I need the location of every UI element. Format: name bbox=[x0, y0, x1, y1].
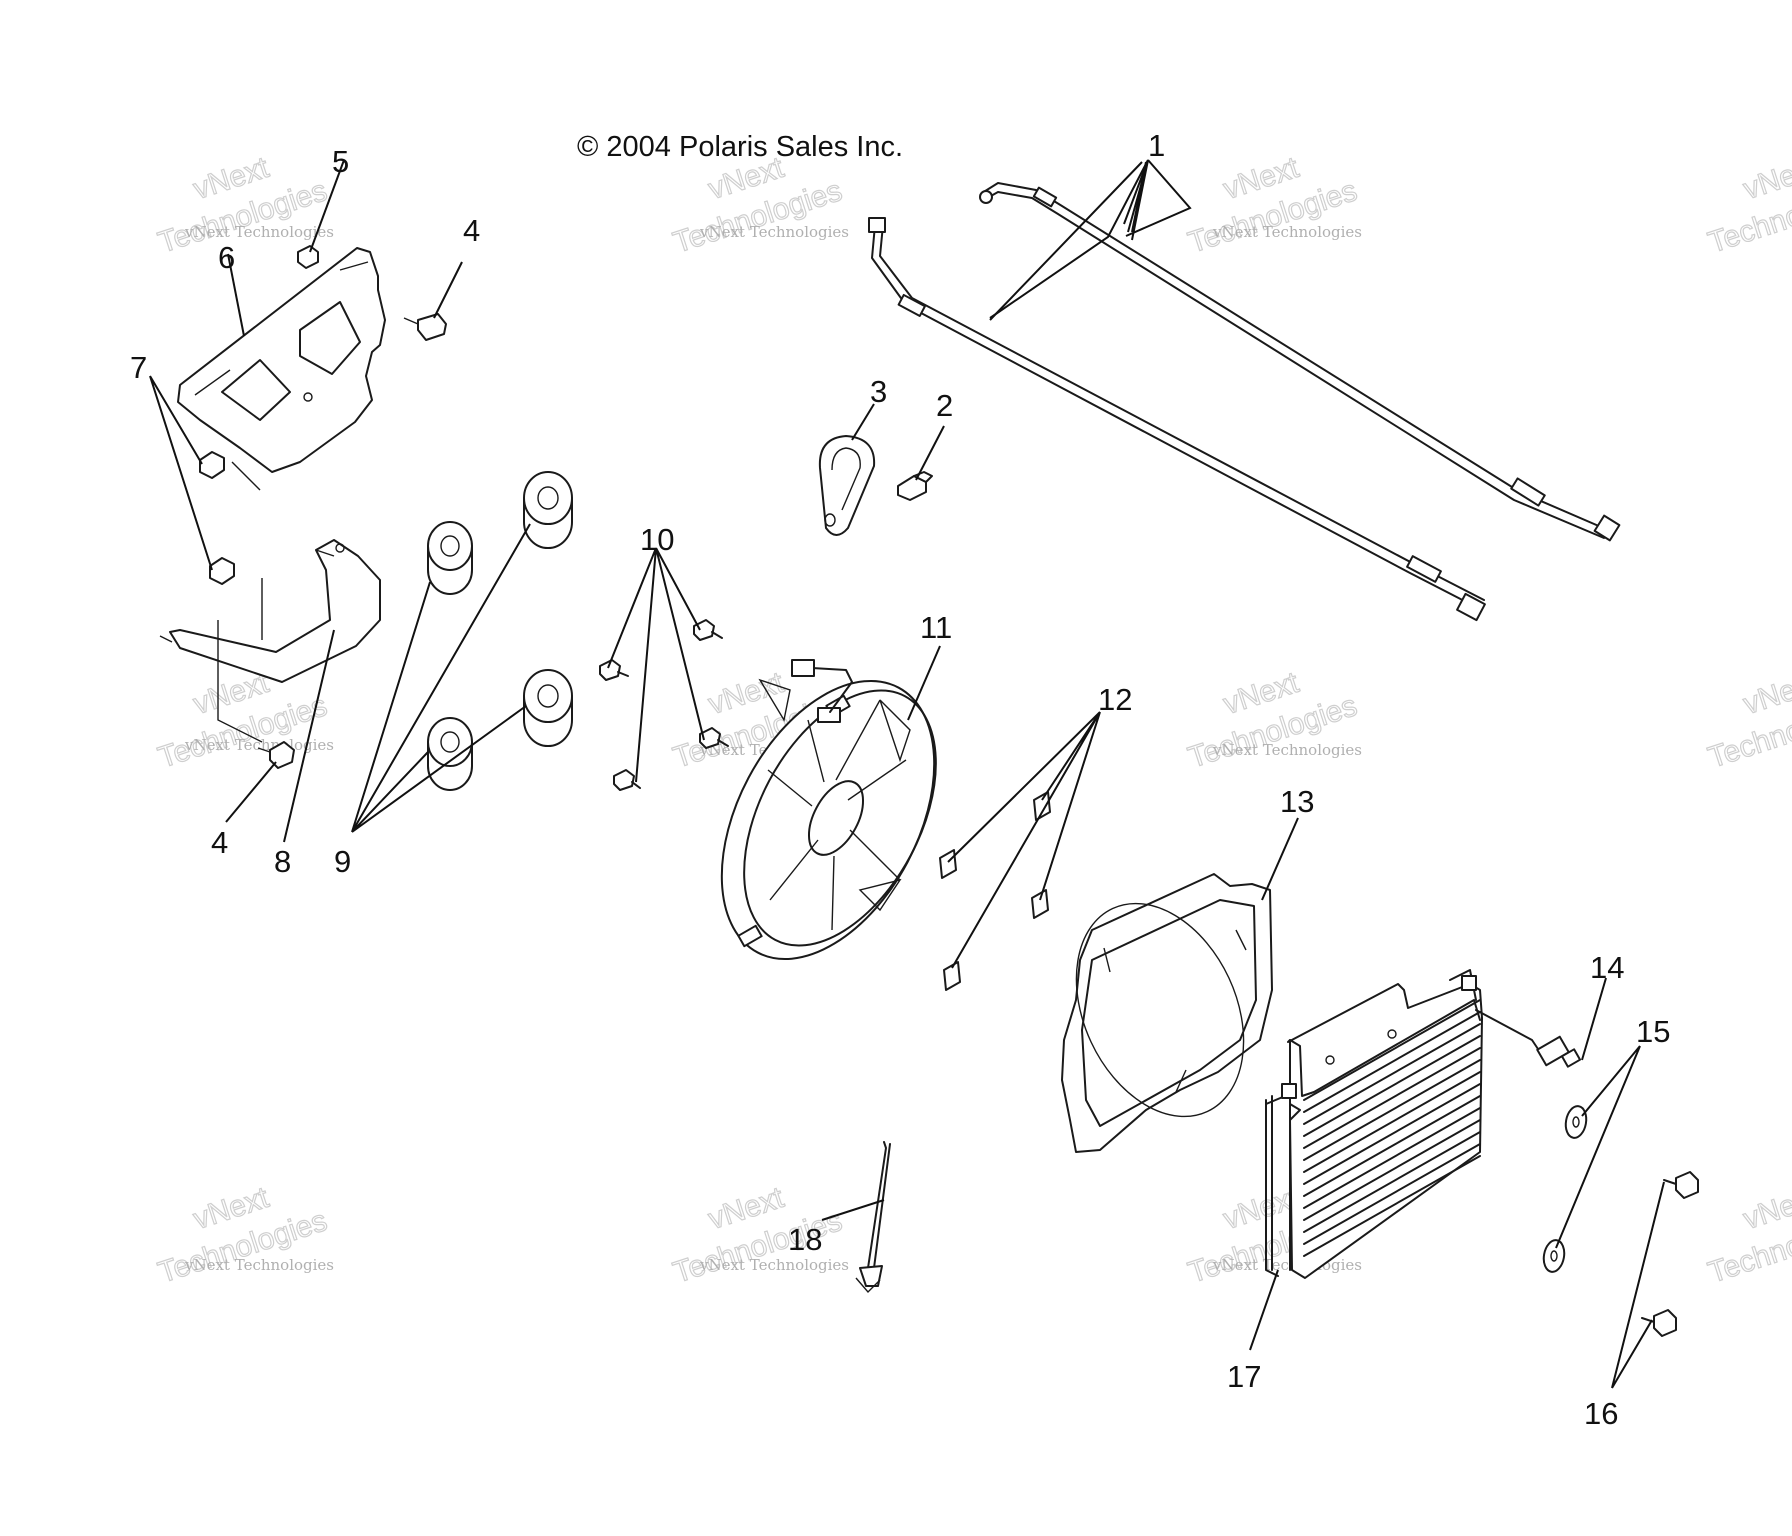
callout-18: 18 bbox=[788, 1222, 822, 1257]
callout-7: 7 bbox=[130, 350, 147, 385]
callout-12: 12 bbox=[1098, 682, 1132, 717]
svg-text:vNext: vNext bbox=[1740, 151, 1792, 206]
watermark-text: vNext Technologies bbox=[184, 736, 334, 754]
part-bracket-6 bbox=[177, 247, 386, 491]
part-oil-lines bbox=[868, 182, 1621, 622]
part-bolt-16a bbox=[1663, 1171, 1699, 1199]
part-bolt-16b bbox=[1641, 1309, 1677, 1337]
part-oil-cooler-17 bbox=[1265, 969, 1582, 1279]
part-fan-11 bbox=[720, 659, 937, 961]
part-clip-12b bbox=[939, 849, 957, 879]
part-clip-12a bbox=[1033, 791, 1051, 821]
part-nut-5 bbox=[297, 245, 319, 269]
part-grommet-9a bbox=[427, 521, 473, 595]
part-clip-12c bbox=[1031, 889, 1049, 919]
callout-16: 16 bbox=[1584, 1396, 1618, 1431]
callout-10: 10 bbox=[640, 522, 674, 557]
callout-13: 13 bbox=[1280, 784, 1314, 819]
callout-labels: 1 2 3 4 4 5 6 7 8 9 10 11 12 13 14 15 16… bbox=[130, 128, 1670, 1431]
part-shroud-13 bbox=[1061, 873, 1273, 1153]
callout-15: 15 bbox=[1636, 1014, 1670, 1049]
watermark-text: vNext Technologies bbox=[1212, 1256, 1362, 1274]
watermark-text: vNext Technologies bbox=[184, 1256, 334, 1274]
callout-2: 2 bbox=[936, 388, 953, 423]
part-clamp-3 bbox=[818, 435, 876, 536]
callout-4-upper: 4 bbox=[463, 213, 480, 248]
callout-9: 9 bbox=[334, 844, 351, 879]
part-washer-15a bbox=[1564, 1105, 1588, 1139]
watermark-text: vNext Technologies bbox=[1212, 741, 1362, 759]
watermark: vNext Technologies bbox=[154, 150, 332, 260]
part-screw-10d bbox=[699, 727, 729, 749]
part-screw-10c bbox=[613, 769, 641, 791]
callout-11: 11 bbox=[920, 610, 952, 645]
watermark-text: vNext Technologies bbox=[184, 223, 334, 241]
copyright-text: © 2004 Polaris Sales Inc. bbox=[577, 131, 903, 163]
part-bracket-8 bbox=[159, 539, 381, 743]
callout-6: 6 bbox=[218, 240, 235, 275]
watermark: vNext Technologies bbox=[1184, 150, 1362, 260]
watermark-text: vNext Technologies bbox=[699, 1256, 849, 1274]
callout-4-lower: 4 bbox=[211, 825, 228, 860]
part-nut-7b bbox=[209, 557, 235, 585]
part-grommet-9b bbox=[523, 471, 573, 549]
callout-5: 5 bbox=[332, 144, 349, 179]
watermark: vNext Technologies bbox=[1704, 665, 1792, 775]
part-nut-7a bbox=[199, 451, 225, 479]
callout-17: 17 bbox=[1227, 1359, 1261, 1394]
part-bolt-2 bbox=[897, 471, 933, 501]
part-screw-10a bbox=[599, 659, 629, 681]
leader-lines bbox=[149, 159, 1665, 1389]
part-grommet-9d bbox=[523, 669, 573, 747]
callout-1: 1 bbox=[1148, 128, 1165, 163]
callout-8: 8 bbox=[274, 844, 291, 879]
watermark-text: vNext Technologies bbox=[1212, 223, 1362, 241]
callout-3: 3 bbox=[870, 374, 887, 409]
part-cable-tie-18 bbox=[855, 1141, 891, 1294]
watermark: vNext Technologies bbox=[1704, 150, 1792, 260]
part-bolt-4-upper bbox=[403, 313, 447, 341]
svg-text:vNext: vNext bbox=[1740, 666, 1792, 721]
callout-14: 14 bbox=[1590, 950, 1624, 985]
svg-text:vNext: vNext bbox=[1740, 1181, 1792, 1236]
watermark-text: vNext Technologies bbox=[699, 223, 849, 241]
watermark: vNext Technologies bbox=[1704, 1180, 1792, 1290]
part-bolt-4-lower bbox=[257, 741, 295, 769]
part-washer-15b bbox=[1542, 1239, 1566, 1273]
part-grommet-9c bbox=[427, 717, 473, 791]
part-screw-10b bbox=[693, 619, 723, 641]
